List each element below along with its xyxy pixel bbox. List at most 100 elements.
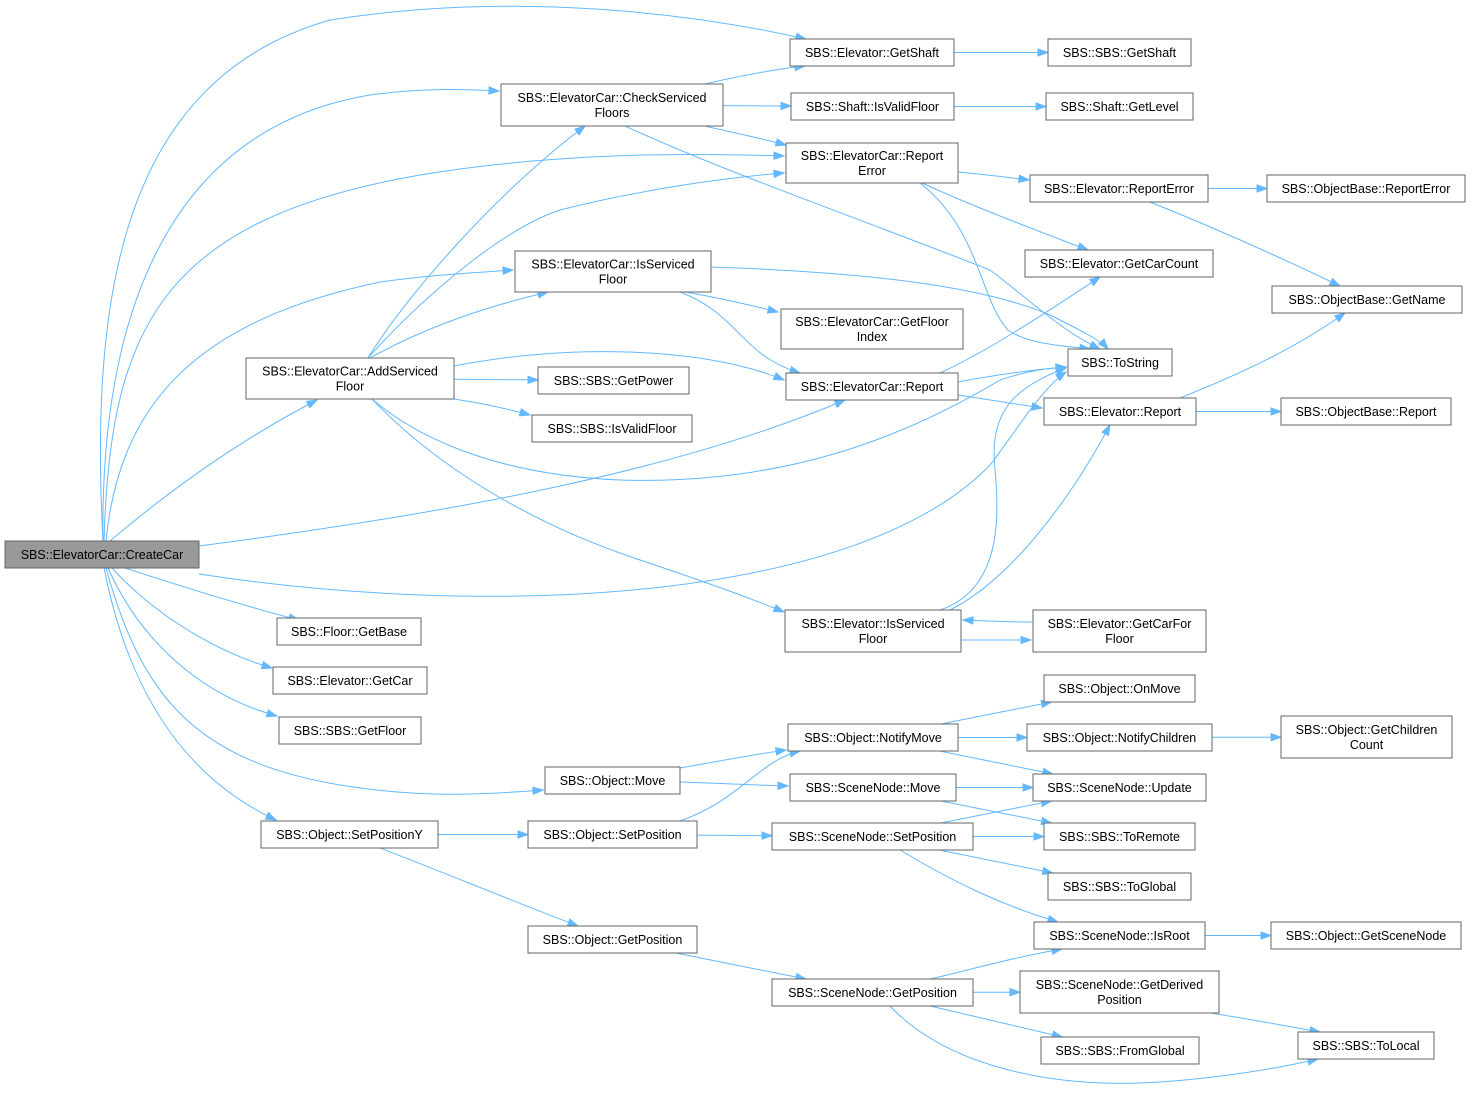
edge-elev_isserviced-to-elev_getcarforfloor xyxy=(960,635,1033,645)
node-box xyxy=(1045,92,1194,121)
node-elev-reporterror[interactable]: SBS::Elevator::ReportError xyxy=(1029,174,1209,203)
edge-line xyxy=(453,378,539,381)
edge-elev_isserviced-to-tostring xyxy=(939,367,1068,611)
node-sbs-getshaft[interactable]: SBS::SBS::GetShaft xyxy=(1047,38,1192,67)
edge-line xyxy=(107,567,278,717)
edge-create_car-to-elev_getcar xyxy=(111,567,274,670)
node-sbs-toremote[interactable]: SBS::SBS::ToRemote xyxy=(1043,822,1196,851)
node-sn-update[interactable]: SBS::SceneNode::Update xyxy=(1032,773,1207,802)
edge-line xyxy=(103,153,785,542)
node-shaft-isvalid[interactable]: SBS::Shaft::IsValidFloor xyxy=(790,92,955,121)
node-elev-getcar[interactable]: SBS::Elevator::GetCar xyxy=(272,666,428,695)
edge-obj_getposition-to-sn_getposition xyxy=(675,952,808,982)
edge-obj_notifymove-to-obj_notifychildren xyxy=(958,733,1029,742)
node-sbs-toglobal[interactable]: SBS::SBS::ToGlobal xyxy=(1047,872,1192,901)
node-obj-setposition[interactable]: SBS::Object::SetPosition xyxy=(527,820,698,849)
node-label: SBS::Object::NotifyMove xyxy=(804,731,942,745)
edge-obj_move-to-sn_move xyxy=(679,781,790,791)
edge-line xyxy=(949,424,1111,611)
node-sn-move[interactable]: SBS::SceneNode::Move xyxy=(789,773,957,802)
node-ob-report[interactable]: SBS::ObjectBase::Report xyxy=(1280,397,1452,426)
node-obj-getscenenode[interactable]: SBS::Object::GetSceneNode xyxy=(1270,921,1462,950)
edge-line xyxy=(198,399,846,547)
node-box xyxy=(1297,1031,1435,1060)
node-car-report[interactable]: SBS::ElevatorCar::Report xyxy=(785,372,959,401)
node-obj-move[interactable]: SBS::Object::Move xyxy=(544,766,681,795)
node-shaft-getlevel[interactable]: SBS::Shaft::GetLevel xyxy=(1045,92,1194,121)
edge-arrowhead xyxy=(566,918,580,927)
edge-line xyxy=(679,291,801,374)
node-label: SBS::Object::SetPositionY xyxy=(276,828,423,842)
node-obj-notifymove[interactable]: SBS::Object::NotifyMove xyxy=(787,723,959,752)
node-box xyxy=(1043,674,1196,703)
node-ob-getname[interactable]: SBS::ObjectBase::GetName xyxy=(1271,285,1463,314)
edge-arrowhead xyxy=(761,831,774,840)
node-ob-reporterror[interactable]: SBS::ObjectBase::ReportError xyxy=(1266,174,1466,203)
edge-line xyxy=(371,366,1067,481)
node-obj-setpositiony[interactable]: SBS::Object::SetPositionY xyxy=(260,820,439,849)
node-obj-getposition[interactable]: SBS::Object::GetPosition xyxy=(527,925,698,954)
node-sbs-fromglobal[interactable]: SBS::SBS::FromGlobal xyxy=(1040,1036,1200,1065)
edge-line xyxy=(962,619,1034,623)
node-label: SBS::Object::SetPosition xyxy=(543,828,681,842)
edge-line xyxy=(105,567,544,795)
edge-checkserviced-to-shaft_isvalid xyxy=(722,101,793,111)
node-box xyxy=(1280,397,1452,426)
call-graph-edges xyxy=(99,5,1347,1084)
node-sn-setposition[interactable]: SBS::SceneNode::SetPosition xyxy=(771,822,974,851)
node-sn-getposition[interactable]: SBS::SceneNode::GetPosition xyxy=(771,978,974,1007)
edge-arrowhead xyxy=(833,399,847,409)
node-elev-getcarcount[interactable]: SBS::Elevator::GetCarCount xyxy=(1024,249,1214,278)
node-sbs-tolocal[interactable]: SBS::SBS::ToLocal xyxy=(1297,1031,1435,1060)
node-box xyxy=(1043,822,1196,851)
edge-sn_setposition-to-sbs_toglobal xyxy=(939,849,1055,876)
node-label: SBS::ObjectBase::GetName xyxy=(1288,293,1445,307)
node-elev-report[interactable]: SBS::Elevator::Report xyxy=(1043,397,1197,426)
edge-addserviced-to-car_report xyxy=(453,351,786,381)
node-elev-getshaft[interactable]: SBS::Elevator::GetShaft xyxy=(789,38,955,67)
node-sbs-isvalidfloor[interactable]: SBS::SBS::IsValidFloor xyxy=(531,414,693,443)
edge-create_car-to-car_reporterror xyxy=(103,151,786,542)
node-label: SBS::Object::GetPosition xyxy=(543,933,683,947)
node-sbs-getfloor[interactable]: SBS::SBS::GetFloor xyxy=(278,716,422,745)
edge-line xyxy=(704,125,787,146)
edge-obj_notifymove-to-sn_update xyxy=(939,750,1055,777)
node-car-reporterror[interactable]: SBS::ElevatorCar::ReportError xyxy=(785,142,959,184)
edge-arrowhead xyxy=(1009,987,1022,997)
node-create-car[interactable]: SBS::ElevatorCar::CreateCar xyxy=(4,540,200,569)
edge-line xyxy=(939,276,1101,374)
node-label: SBS::Object::NotifyChildren xyxy=(1043,731,1197,745)
edge-line xyxy=(624,125,1101,350)
node-box xyxy=(276,617,422,646)
node-sbs-getpower[interactable]: SBS::SBS::GetPower xyxy=(537,366,690,395)
edge-arrowhead xyxy=(488,86,501,95)
edge-line xyxy=(899,849,1059,923)
node-box xyxy=(1047,872,1192,901)
edge-line xyxy=(957,366,1067,383)
edge-line xyxy=(919,182,1091,350)
node-sn-isroot[interactable]: SBS::SceneNode::IsRoot xyxy=(1033,921,1206,950)
edge-line xyxy=(710,266,1109,350)
node-floor-getbase[interactable]: SBS::Floor::GetBase xyxy=(276,617,422,646)
edge-arrowhead xyxy=(1270,407,1283,416)
edge-create_car-to-obj_move xyxy=(105,567,545,796)
node-label: Floor xyxy=(1105,632,1133,646)
node-label: SBS::Object::Move xyxy=(560,774,666,788)
node-tostring[interactable]: SBS::ToString xyxy=(1067,348,1173,377)
edge-car_isserviced-to-tostring xyxy=(710,266,1109,351)
node-obj-onmove[interactable]: SBS::Object::OnMove xyxy=(1043,674,1196,703)
edge-arrowhead xyxy=(774,138,788,147)
node-obj-notifychildren[interactable]: SBS::Object::NotifyChildren xyxy=(1026,723,1213,752)
edge-line xyxy=(939,849,1053,874)
edge-checkserviced-to-elev_getshaft xyxy=(704,62,807,85)
node-label: SBS::Elevator::Report xyxy=(1059,405,1182,419)
